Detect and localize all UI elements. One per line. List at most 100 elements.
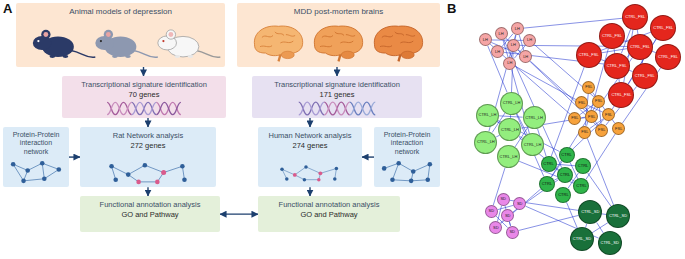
network-node: CTRL_FSL — [622, 4, 648, 30]
network-node: SD — [485, 205, 498, 218]
node-label: CTRL_SD — [601, 241, 619, 245]
box-subtitle: 272 genes — [84, 141, 212, 150]
network-node: CTRL_FSL — [655, 44, 681, 70]
network-node: CTRL — [575, 158, 591, 174]
network-node: LH — [479, 33, 492, 46]
network-node: CTRL — [541, 156, 557, 172]
flow-arrow — [309, 118, 310, 127]
node-label: CTRL_FSL — [579, 53, 599, 57]
network-node: SD — [497, 193, 510, 206]
node-label: FSL — [605, 113, 612, 117]
flow-arrow — [143, 67, 144, 76]
network-node: LH — [491, 45, 504, 58]
node-label: FSL — [598, 128, 605, 132]
network-edge — [490, 44, 570, 114]
network-node: LH — [519, 50, 532, 63]
dna-icon — [252, 101, 422, 116]
node-label: CTRL_FSL — [625, 15, 645, 19]
box-title: Protein-Protein interaction network — [378, 131, 436, 156]
panel-letter: B — [447, 2, 456, 15]
process-box: Protein-Protein interaction network — [3, 127, 69, 187]
network-node: SD — [506, 226, 519, 239]
box-subtitle: 70 genes — [66, 90, 222, 99]
box-title: Functional annotation analysis — [84, 200, 216, 209]
flow-arrow — [147, 187, 148, 196]
network-edge — [519, 215, 579, 230]
process-box: Functional annotation analysisGO and Pat… — [80, 196, 220, 232]
flow-arrow — [220, 213, 258, 214]
node-label: CTRL_LH — [479, 113, 497, 117]
box-title: Transcriptional signature identification — [66, 80, 222, 89]
network-node: CTRL_FSL — [650, 15, 676, 41]
node-label: LH — [483, 38, 488, 42]
node-label: SD — [509, 230, 515, 234]
box-title: Rat Network analysis — [84, 131, 212, 140]
node-label: CTRL_LH — [525, 116, 543, 120]
network-node: CTRL_LH — [521, 133, 544, 156]
network-node: CTRL_LH — [500, 92, 523, 115]
network-icon — [80, 160, 216, 185]
node-label: FSL — [571, 116, 578, 120]
process-box: Human Network analysis274 genes — [258, 127, 362, 187]
node-label: CTRL_FSL — [607, 64, 627, 68]
network-node: FSL — [602, 108, 615, 121]
box-title: Functional annotation analysis — [262, 200, 396, 209]
node-label: CTRL_FSL — [630, 45, 650, 49]
node-label: FSL — [581, 130, 588, 134]
dna-icon — [62, 101, 226, 116]
network-node: CTRL_SD — [578, 200, 602, 224]
node-label: FSL — [615, 127, 622, 131]
network-node: CTRL_LH — [523, 106, 546, 129]
network-node: CTRL — [539, 176, 555, 192]
panel-letter: A — [3, 2, 12, 15]
node-label: SD — [493, 226, 499, 230]
network-node: CTRL_SD — [570, 227, 594, 251]
network-icon — [3, 158, 69, 185]
network-edge — [488, 46, 507, 93]
network-node: FSL — [585, 110, 598, 123]
node-label: LH — [515, 27, 520, 31]
node-label: CTRL — [578, 164, 588, 168]
network-icon — [374, 158, 440, 185]
flow-arrow — [362, 156, 374, 157]
node-label: CTRL_FSL — [611, 93, 631, 97]
network-node: CTRL — [573, 178, 589, 194]
network-node: CTRL_SD — [606, 204, 630, 228]
network-node: CTRL_FSL — [632, 63, 658, 89]
network-node: SD — [489, 221, 502, 234]
network-edge — [567, 202, 578, 228]
process-box: Protein-Protein interaction network — [374, 127, 440, 187]
node-label: CTRL_LH — [477, 140, 495, 144]
network-edge — [556, 164, 575, 165]
mouse-illustration — [16, 19, 225, 65]
network-edge — [513, 180, 558, 212]
node-label: FSL — [585, 85, 592, 89]
flow-arrow — [69, 156, 80, 157]
network-edge — [499, 116, 523, 117]
network-node: FSL — [595, 124, 608, 137]
network-node: LH — [523, 34, 536, 47]
node-label: CTRL_FSL — [658, 55, 678, 59]
network-node: LH — [511, 22, 524, 35]
node-label: FSL — [588, 115, 595, 119]
node-label: LH — [495, 50, 500, 54]
network-node: CTRL_LH — [498, 118, 521, 141]
network-node: CTRL_LH — [497, 145, 520, 168]
node-label: FSL — [578, 101, 585, 105]
node-label: CTRL — [576, 184, 586, 188]
network-node: CTRL — [557, 167, 573, 183]
process-box: Transcriptional signature identification… — [62, 76, 226, 118]
network-node: LH — [503, 57, 516, 70]
network-icon — [258, 160, 362, 185]
box-subtitle: 274 genes — [262, 141, 358, 150]
network-edge — [597, 223, 604, 233]
brain-illustration — [237, 19, 440, 65]
network-node: CTRL_LH — [474, 131, 497, 154]
network-node: CTRL — [555, 187, 571, 203]
network-node: SD — [513, 197, 526, 210]
box-title: Transcriptional signature identification — [256, 80, 418, 89]
network-edge — [516, 66, 576, 99]
network-node: FSL — [612, 122, 625, 135]
node-label: CTRL — [561, 153, 571, 157]
node-label: LH — [523, 55, 528, 59]
